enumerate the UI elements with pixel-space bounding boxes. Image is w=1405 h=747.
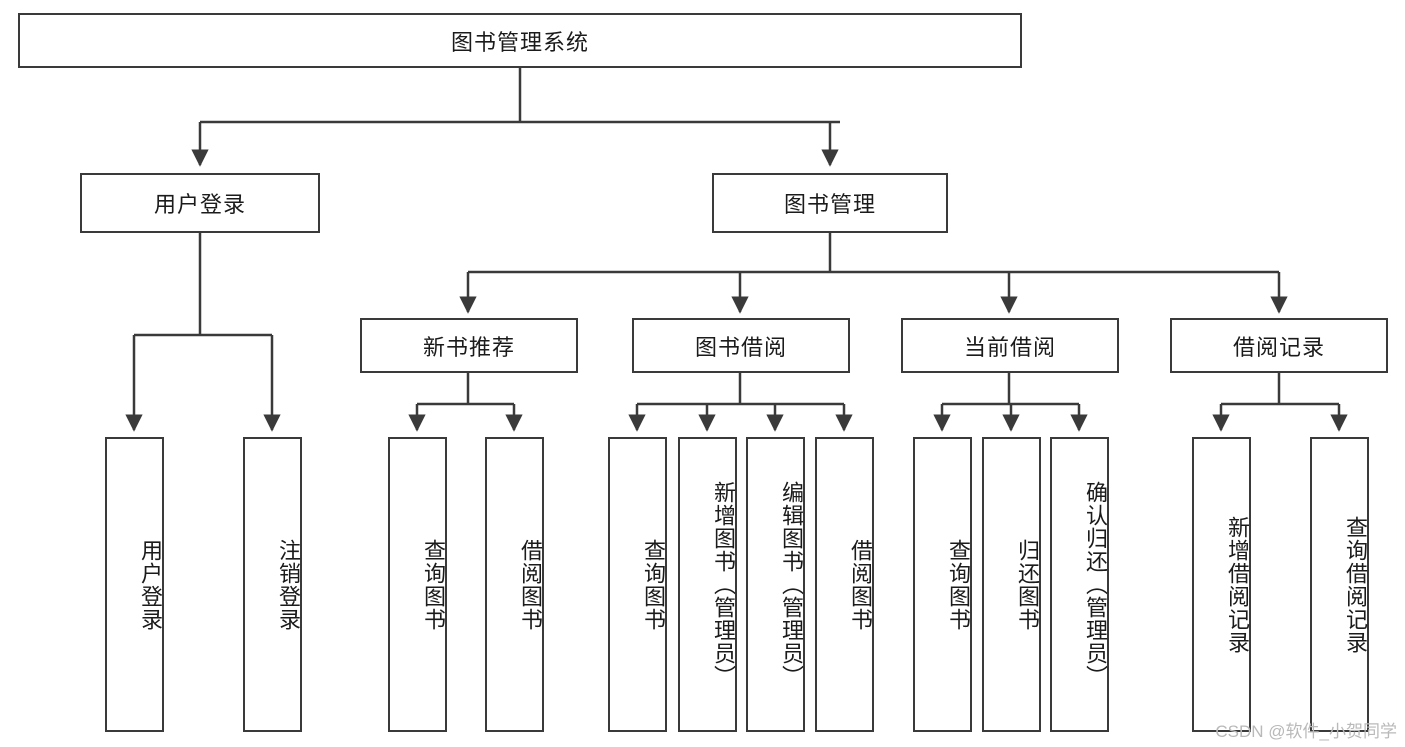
leaf-borrow-book-new[interactable]: 借阅图书 bbox=[485, 437, 544, 732]
leaf-return-book-label: 归还图书 bbox=[1015, 538, 1040, 631]
leaf-return-book[interactable]: 归还图书 bbox=[982, 437, 1041, 732]
node-borrow-records[interactable]: 借阅记录 bbox=[1170, 318, 1388, 373]
node-current-borrow-label: 当前借阅 bbox=[963, 334, 1056, 360]
node-current-borrow[interactable]: 当前借阅 bbox=[901, 318, 1119, 373]
leaf-query-borrow-record-label: 查询借阅记录 bbox=[1343, 515, 1368, 654]
node-new-book-recommend-label: 新书推荐 bbox=[422, 334, 515, 360]
leaf-query-borrow-record[interactable]: 查询借阅记录 bbox=[1310, 437, 1369, 732]
leaf-confirm-return-admin-label: 确认归还（管理员） bbox=[1083, 481, 1108, 688]
leaf-user-login-label: 用户登录 bbox=[138, 538, 163, 631]
leaf-user-logout[interactable]: 注销登录 bbox=[243, 437, 302, 732]
leaf-edit-book-admin-label: 编辑图书（管理员） bbox=[779, 481, 804, 688]
leaf-query-book[interactable]: 查询图书 bbox=[608, 437, 667, 732]
leaf-user-logout-label: 注销登录 bbox=[276, 538, 301, 631]
leaf-add-borrow-record-label: 新增借阅记录 bbox=[1225, 515, 1250, 654]
leaf-query-book-current-label: 查询图书 bbox=[946, 538, 971, 631]
leaf-query-book-label: 查询图书 bbox=[641, 538, 666, 631]
node-user-login-label: 用户登录 bbox=[153, 192, 246, 217]
node-book-management-label: 图书管理 bbox=[783, 192, 876, 217]
leaf-borrow-book-new-label: 借阅图书 bbox=[518, 538, 543, 631]
leaf-add-book-admin-label: 新增图书（管理员） bbox=[711, 481, 736, 688]
node-book-management[interactable]: 图书管理 bbox=[712, 173, 948, 233]
leaf-user-login[interactable]: 用户登录 bbox=[105, 437, 164, 732]
leaf-borrow-book[interactable]: 借阅图书 bbox=[815, 437, 874, 732]
node-root[interactable]: 图书管理系统 bbox=[18, 13, 1022, 68]
node-book-borrow[interactable]: 图书借阅 bbox=[632, 318, 850, 373]
leaf-add-borrow-record[interactable]: 新增借阅记录 bbox=[1192, 437, 1251, 732]
watermark: CSDN @软件_小贺同学 bbox=[1215, 722, 1397, 741]
node-root-label: 图书管理系统 bbox=[450, 29, 589, 55]
node-new-book-recommend[interactable]: 新书推荐 bbox=[360, 318, 578, 373]
leaf-edit-book-admin[interactable]: 编辑图书（管理员） bbox=[746, 437, 805, 732]
leaf-query-book-new-label: 查询图书 bbox=[421, 538, 446, 631]
leaf-query-book-current[interactable]: 查询图书 bbox=[913, 437, 972, 732]
leaf-borrow-book-label: 借阅图书 bbox=[848, 538, 873, 631]
node-user-login[interactable]: 用户登录 bbox=[80, 173, 320, 233]
leaf-confirm-return-admin[interactable]: 确认归还（管理员） bbox=[1050, 437, 1109, 732]
node-book-borrow-label: 图书借阅 bbox=[694, 334, 787, 360]
leaf-query-book-new[interactable]: 查询图书 bbox=[388, 437, 447, 732]
node-borrow-records-label: 借阅记录 bbox=[1232, 334, 1325, 360]
leaf-add-book-admin[interactable]: 新增图书（管理员） bbox=[678, 437, 737, 732]
